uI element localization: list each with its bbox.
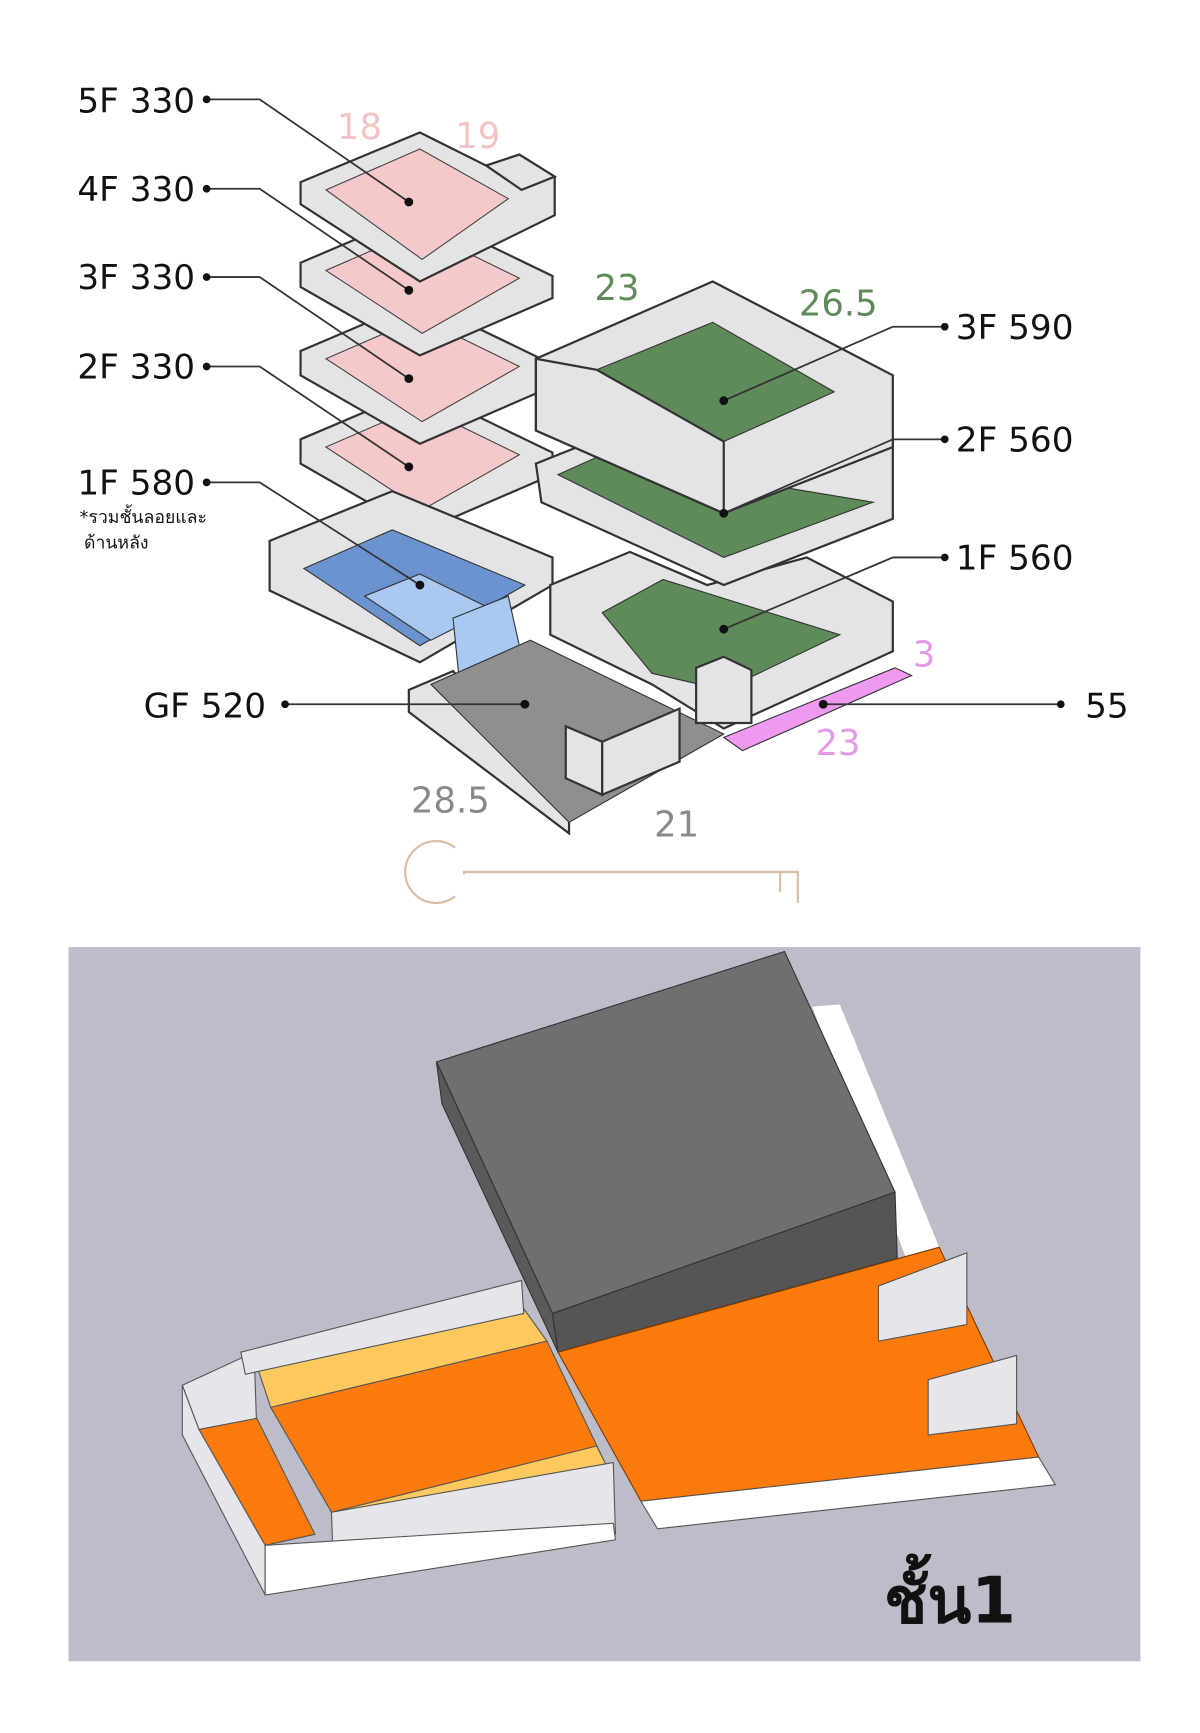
label-right-2f: 2F 560 [956, 420, 1074, 460]
dim-green-a: 23 [594, 268, 639, 309]
label-right-1f: 1F 560 [956, 539, 1074, 579]
label-gf: GF 520 [144, 687, 266, 727]
label-2f: 2F 330 [77, 348, 195, 388]
dim-strip-length: 23 [815, 723, 860, 764]
model-render [68, 947, 1141, 1662]
dim-ground-a: 28.5 [411, 780, 490, 821]
dim-pink-b: 19 [455, 116, 500, 157]
key-symbol [404, 840, 799, 904]
leader-lines [202, 95, 1065, 709]
floor-caption: ชั้น1 [884, 1553, 1016, 1639]
dim-green-b: 26.5 [799, 284, 878, 325]
label-strip: 55 [1085, 687, 1129, 727]
label-right-3f: 3F 590 [956, 308, 1074, 348]
label-3f: 3F 330 [77, 258, 195, 298]
dim-ground-b: 21 [654, 805, 699, 846]
label-1f: 1F 580 [77, 464, 195, 504]
green-floor-3f [534, 280, 894, 515]
green-floor-1f [549, 550, 894, 730]
note-line1: *รวมชั้นลอยและ [80, 504, 207, 528]
gray-floor-gf [407, 639, 725, 836]
note-line2: ด้านหลัง [84, 534, 149, 554]
magenta-strip [722, 667, 913, 752]
pink-floor-stack [299, 131, 558, 534]
label-5f: 5F 330 [77, 82, 195, 122]
dim-pink-a: 18 [337, 107, 382, 148]
dim-strip-depth: 3 [913, 635, 935, 676]
blue-floor-1f [268, 490, 554, 675]
label-4f: 4F 330 [77, 170, 195, 210]
